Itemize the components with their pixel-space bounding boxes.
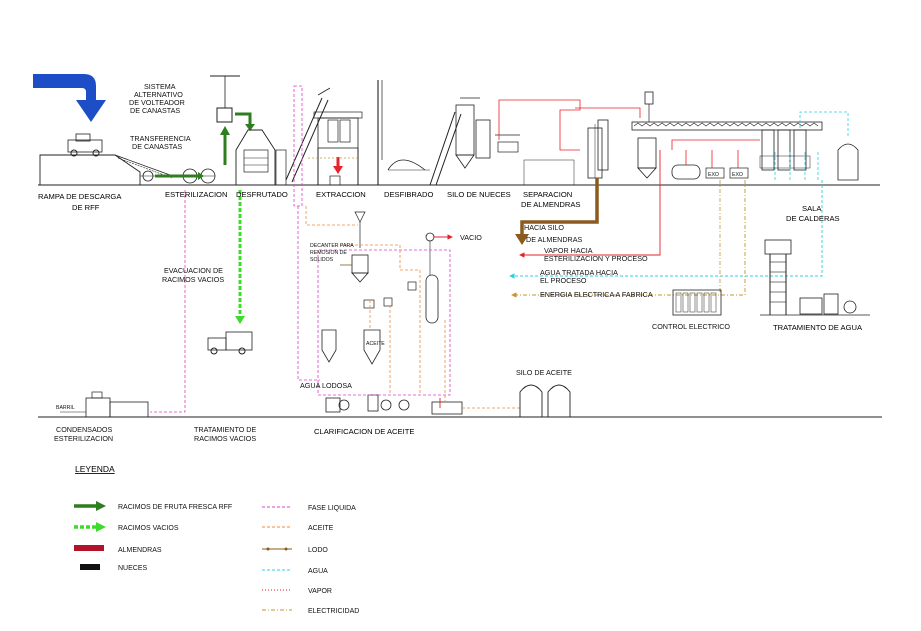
- oil-line: [340, 244, 421, 395]
- sistema-label-4: DE CANASTAS: [130, 106, 180, 115]
- hacia-silo-label-2: DE ALMENDRAS: [526, 235, 583, 244]
- transferencia-label-1: TRANSFERENCIA: [130, 134, 191, 143]
- station-extraccion-label: EXTRACCION: [316, 190, 366, 199]
- transferencia-label-2: DE CANASTAS: [132, 142, 182, 151]
- svg-text:EXO: EXO: [708, 172, 719, 178]
- legend-item-label: AGUA: [308, 568, 328, 575]
- tratamiento-agua-label: TRATAMIENTO DE AGUA: [773, 323, 863, 332]
- hacia-silo-label-1: HACIA SILO: [524, 223, 564, 232]
- station-rampa-label-2: DE RFF: [72, 203, 100, 212]
- steam-line-boiler: [671, 139, 760, 150]
- decanter-label-3: SOLIDOS: [310, 257, 334, 263]
- unloading-arrow-icon: [33, 74, 106, 122]
- station-sala-label-2: DE CALDERAS: [786, 214, 840, 223]
- press-icon: [308, 111, 363, 186]
- tratamiento-racimos-label-1: TRATAMIENTO DE: [194, 425, 256, 434]
- legend-swatch-almendras: [74, 545, 104, 551]
- legend-item-label: NUECES: [118, 565, 148, 572]
- legend-item-label: ELECTRICIDAD: [308, 608, 359, 615]
- agua-hacia-label-1: AGUA TRATADA HACIA: [540, 268, 618, 277]
- legend-swatch-rff: [74, 501, 106, 511]
- condensate-icon: [60, 391, 149, 418]
- water-return-line: [509, 180, 823, 279]
- condensados-label-2: ESTERILIZACION: [54, 434, 113, 443]
- electric-control-icon: [672, 289, 722, 316]
- legend-item-label: LODO: [308, 547, 328, 554]
- nut-silo-icon: [455, 97, 575, 186]
- liquid-phase-line: [317, 249, 451, 396]
- energia-label: ENERGIA ELECTRICA A FABRICA: [540, 290, 653, 299]
- ramp-icon: [39, 133, 173, 186]
- conveyor-icon: [285, 87, 331, 183]
- station-separacion-label: SEPARACION: [523, 190, 572, 199]
- legend-swatch-lodo: [262, 547, 292, 551]
- agua-lodosa-label: AGUA LODOSA: [300, 381, 352, 390]
- boiler-house-icon: EXO EXO: [637, 129, 859, 181]
- steam-return-line: [519, 150, 661, 258]
- legend-swatch-nueces: [80, 564, 100, 570]
- station-desfibrado-label: DESFIBRADO: [384, 190, 433, 199]
- water-treatment-icon: [760, 239, 870, 316]
- sistema-label-2: ALTERNATIVO: [134, 90, 183, 99]
- almond-chute-line: [520, 178, 599, 238]
- oil-silo-icon: [519, 384, 571, 418]
- station-desfrutado-label: DESFRUTADO: [236, 190, 288, 199]
- station-separacion-label-2: DE ALMENDRAS: [521, 200, 581, 209]
- truck-icon: [207, 331, 253, 355]
- vapor-hacia-label-2: ESTERILIZACION Y PROCESO: [544, 254, 648, 263]
- tipper-icon: [210, 75, 255, 165]
- station-esterilizacion-label: ESTERILIZACION: [165, 190, 227, 199]
- sistema-label-1: SISTEMA: [144, 82, 176, 91]
- electricity-line: [511, 180, 746, 298]
- legend-item-label: RACIMOS VACIOS: [118, 525, 179, 532]
- clarificacion-label: CLARIFICACION DE ACEITE: [314, 427, 414, 436]
- evacuacion-label-1: EVACUACION DE: [164, 266, 223, 275]
- legend-item-label: ACEITE: [308, 525, 334, 532]
- vacio-label: VACIO: [460, 233, 482, 242]
- legend-title: LEYENDA: [75, 464, 115, 474]
- decanter-label-2: REMOSION DE: [310, 250, 347, 256]
- legend-item-label: RACIMOS DE FRUTA FRESCA RFF: [118, 504, 232, 511]
- station-silo-nueces-label: SILO DE NUECES: [447, 190, 511, 199]
- legend-item-label: FASE LIQUIDA: [308, 505, 356, 512]
- screw-conveyor-icon: [631, 91, 823, 131]
- legend-item-label: VAPOR: [308, 588, 332, 595]
- clarification-icon: [293, 85, 463, 415]
- evacuacion-label-2: RACIMOS VACIOS: [162, 275, 224, 284]
- decanter-label-1: DECANTER PARA: [310, 243, 354, 249]
- aceite-tank-label: ACEITE: [366, 341, 385, 347]
- legend-swatch-racimos-vacios: [74, 522, 106, 532]
- station-sala-label: SALA: [802, 204, 822, 213]
- control-label: CONTROL ELECTRICO: [652, 322, 730, 331]
- sistema-label-3: DE VOLTEADOR: [129, 98, 185, 107]
- station-rampa-label: RAMPA DE DESCARGA: [38, 192, 122, 201]
- steam-line-top: [498, 99, 581, 151]
- thresher-icon: [235, 129, 287, 186]
- condensados-label-1: CONDENSADOS: [56, 425, 113, 434]
- silo-aceite-label: SILO DE ACEITE: [516, 368, 572, 377]
- vapor-hacia-label-1: VAPOR HACIA: [544, 246, 593, 255]
- agua-hacia-label-2: EL PROCESO: [540, 276, 587, 285]
- water-line-boiler: [799, 111, 849, 138]
- defibrator-icon: [377, 80, 430, 185]
- separation-tower-icon: [587, 119, 609, 179]
- barril-label: BARRIL: [56, 405, 75, 411]
- nut-conveyor-icon: [429, 111, 462, 186]
- tratamiento-racimos-label-2: RACIMOS VACIOS: [194, 434, 256, 443]
- svg-text:EXO: EXO: [732, 172, 743, 178]
- legend-item-label: ALMENDRAS: [118, 547, 162, 554]
- condensate-line: [150, 190, 186, 413]
